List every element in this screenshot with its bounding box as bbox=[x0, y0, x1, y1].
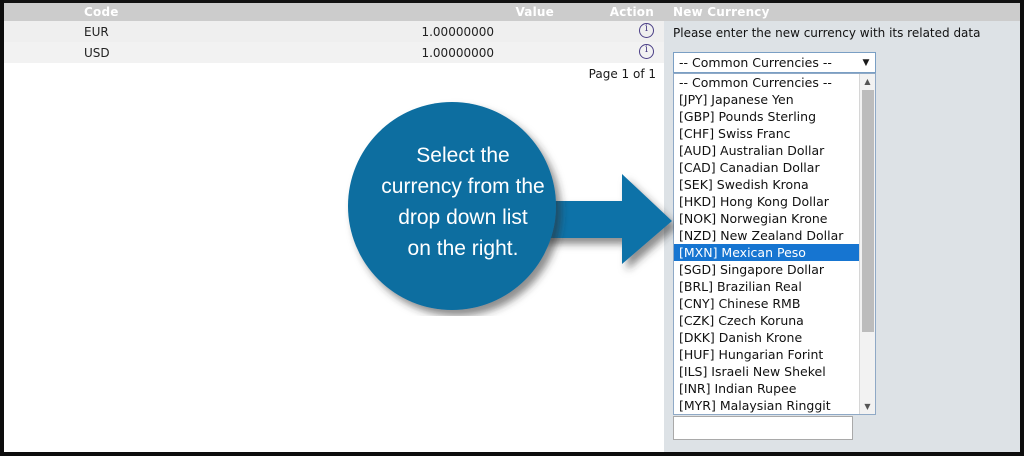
currency-table-pane: Code Value Action EUR 1.00000000 USD 1.0… bbox=[4, 0, 664, 452]
option-item[interactable]: [BRL] Brazilian Real bbox=[679, 279, 802, 294]
currency-select[interactable]: -- Common Currencies -- ▼ bbox=[673, 52, 876, 73]
info-icon[interactable] bbox=[639, 22, 654, 38]
column-header-value[interactable]: Value bbox=[515, 5, 554, 19]
scrollbar-thumb[interactable] bbox=[862, 90, 874, 332]
cell-code: USD bbox=[84, 46, 110, 60]
scroll-up-arrow-icon[interactable]: ▲ bbox=[864, 77, 871, 86]
panel-header: New Currency bbox=[664, 3, 1020, 21]
option-item[interactable]: [CNY] Chinese RMB bbox=[679, 296, 801, 311]
option-item[interactable]: [NZD] New Zealand Dollar bbox=[679, 228, 844, 243]
option-list-items: -- Common Currencies -- [JPY] Japanese Y… bbox=[674, 74, 860, 414]
currency-text-input[interactable] bbox=[673, 416, 853, 440]
panel-title: New Currency bbox=[673, 5, 770, 19]
info-icon[interactable] bbox=[639, 43, 654, 59]
option-item[interactable]: -- Common Currencies -- bbox=[679, 75, 832, 90]
option-item-selected[interactable]: [MXN] Mexican Peso bbox=[674, 244, 860, 261]
column-header-code[interactable]: Code bbox=[84, 5, 119, 19]
option-item[interactable]: [SEK] Swedish Krona bbox=[679, 177, 809, 192]
table-row[interactable]: USD 1.00000000 bbox=[4, 42, 664, 63]
column-header-action[interactable]: Action bbox=[609, 5, 654, 19]
option-item[interactable]: [GBP] Pounds Sterling bbox=[679, 109, 816, 124]
table-row[interactable]: EUR 1.00000000 bbox=[4, 21, 664, 42]
option-item[interactable]: [ILS] Israeli New Shekel bbox=[679, 364, 826, 379]
option-item[interactable]: [MYR] Malaysian Ringgit bbox=[679, 398, 831, 413]
option-item[interactable]: [SGD] Singapore Dollar bbox=[679, 262, 825, 277]
cell-value: 1.00000000 bbox=[421, 25, 494, 39]
option-item[interactable]: [HKD] Hong Kong Dollar bbox=[679, 194, 829, 209]
option-item[interactable]: [AUD] Australian Dollar bbox=[679, 143, 825, 158]
option-item[interactable]: [NOK] Norwegian Krone bbox=[679, 211, 828, 226]
option-item[interactable]: [DKK] Danish Krone bbox=[679, 330, 803, 345]
panel-instructions: Please enter the new currency with its r… bbox=[673, 26, 981, 40]
option-list-scrollbar[interactable]: ▲ ▼ bbox=[859, 74, 875, 414]
new-currency-panel: New Currency Please enter the new curren… bbox=[664, 0, 1020, 452]
currency-select-value: -- Common Currencies -- bbox=[679, 55, 832, 70]
cell-code: EUR bbox=[84, 25, 109, 39]
scroll-down-arrow-icon[interactable]: ▼ bbox=[864, 402, 871, 411]
option-item[interactable]: [CHF] Swiss Franc bbox=[679, 126, 791, 141]
chevron-down-icon[interactable]: ▼ bbox=[862, 57, 870, 68]
table-empty-area bbox=[4, 85, 664, 452]
currency-option-list[interactable]: -- Common Currencies -- [JPY] Japanese Y… bbox=[673, 73, 876, 415]
option-item[interactable]: [CZK] Czech Koruna bbox=[679, 313, 804, 328]
table-footer: Page 1 of 1 bbox=[4, 63, 664, 85]
option-item[interactable]: [INR] Indian Rupee bbox=[679, 381, 797, 396]
cell-value: 1.00000000 bbox=[421, 46, 494, 60]
cell-action bbox=[524, 43, 654, 59]
option-item[interactable]: [JPY] Japanese Yen bbox=[679, 92, 794, 107]
option-item[interactable]: [HUF] Hungarian Forint bbox=[679, 347, 824, 362]
table-header-row: Code Value Action bbox=[4, 0, 664, 21]
option-item[interactable]: [CAD] Canadian Dollar bbox=[679, 160, 820, 175]
pagination-label: Page 1 of 1 bbox=[588, 67, 656, 81]
cell-action bbox=[524, 22, 654, 38]
